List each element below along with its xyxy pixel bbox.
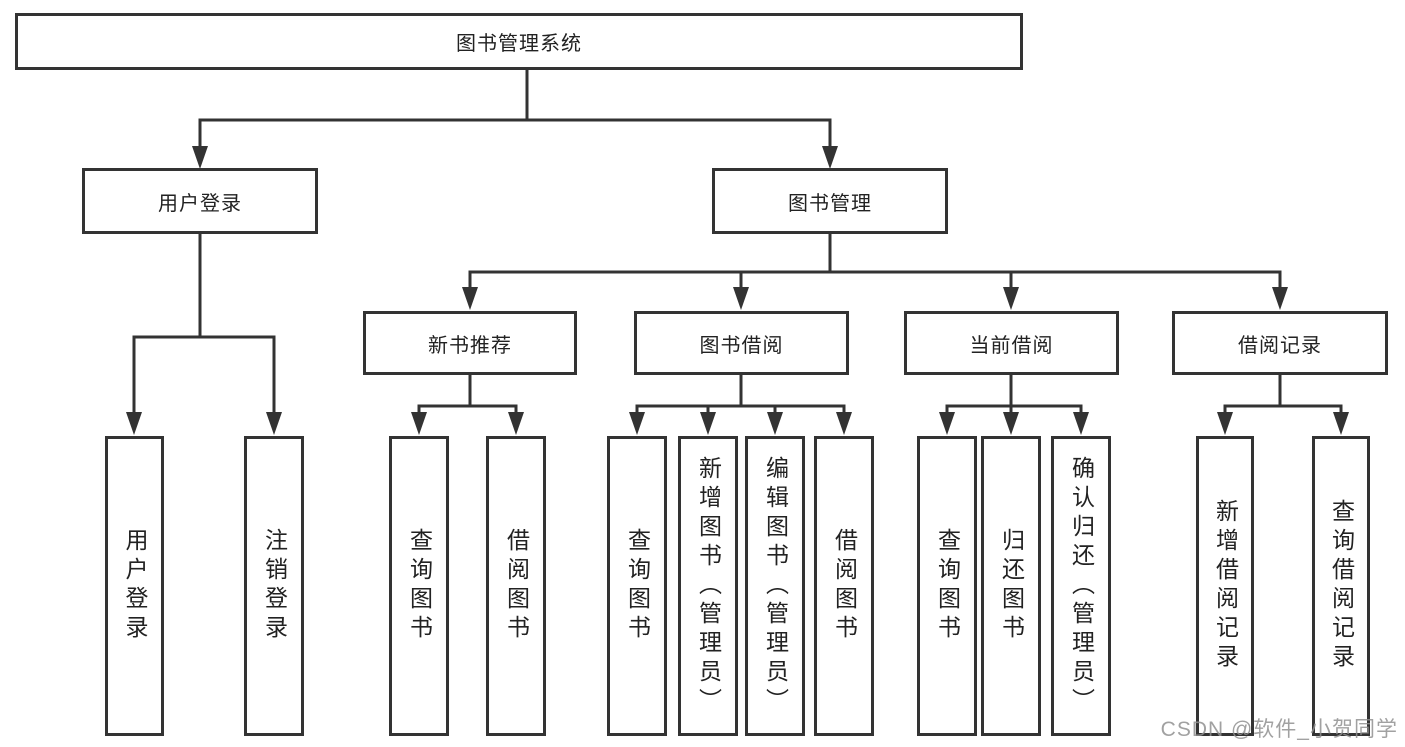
node-leaf-logout: 注销登录 [244,436,304,736]
edge-current-borrow-to-leaves [945,375,1083,414]
arrowhead [822,146,838,169]
node-book-borrow: 图书借阅 [634,311,849,375]
arrowhead [1217,412,1233,435]
edge-book-mgmt-to-level3 [468,234,1282,289]
arrowhead [1073,412,1089,435]
node-leaf-cb-query-books: 查询图书 [917,436,977,736]
arrowhead [266,412,282,435]
arrowhead [1333,412,1349,435]
edge-new-book-rec-to-leaves [417,375,518,414]
arrowhead [939,412,955,435]
arrowhead [1003,412,1019,435]
arrowhead [767,412,783,435]
node-leaf-cb-return-books: 归还图书 [981,436,1041,736]
node-leaf-rec-query-books: 查询图书 [389,436,449,736]
node-leaf-cb-confirm-return-admin: 确认归还（管理员） [1051,436,1111,736]
node-book-management-branch: 图书管理 [712,168,948,234]
arrowhead [126,412,142,435]
node-leaf-br-query-record: 查询借阅记录 [1312,436,1370,736]
arrowhead [1272,287,1288,310]
edge-root-to-level2 [198,70,832,147]
node-book-management-system: 图书管理系统 [15,13,1023,70]
arrowhead [836,412,852,435]
arrowhead [733,287,749,310]
node-current-borrow: 当前借阅 [904,311,1119,375]
node-leaf-rec-borrow-books: 借阅图书 [486,436,546,736]
node-leaf-bb-edit-books-admin: 编辑图书（管理员） [745,436,805,736]
node-leaf-user-login: 用户登录 [105,436,164,736]
node-leaf-bb-add-books-admin: 新增图书（管理员） [678,436,738,736]
node-leaf-bb-query-books: 查询图书 [607,436,667,736]
arrowhead [411,412,427,435]
csdn-watermark: CSDN @软件_小贺同学 [1160,718,1398,741]
node-new-book-recommend: 新书推荐 [363,311,577,375]
edge-book-borrow-to-leaves [635,375,846,414]
node-leaf-br-add-record: 新增借阅记录 [1196,436,1254,736]
edge-borrow-records-to-leaves [1223,375,1343,414]
arrowhead [700,412,716,435]
arrowhead [462,287,478,310]
node-borrow-records: 借阅记录 [1172,311,1388,375]
arrowhead [192,146,208,169]
node-leaf-bb-borrow-books: 借阅图书 [814,436,874,736]
arrowhead [508,412,524,435]
arrowhead [629,412,645,435]
node-user-login-branch: 用户登录 [82,168,318,234]
arrowhead [1003,287,1019,310]
edge-user-login-to-leaves [132,234,276,413]
